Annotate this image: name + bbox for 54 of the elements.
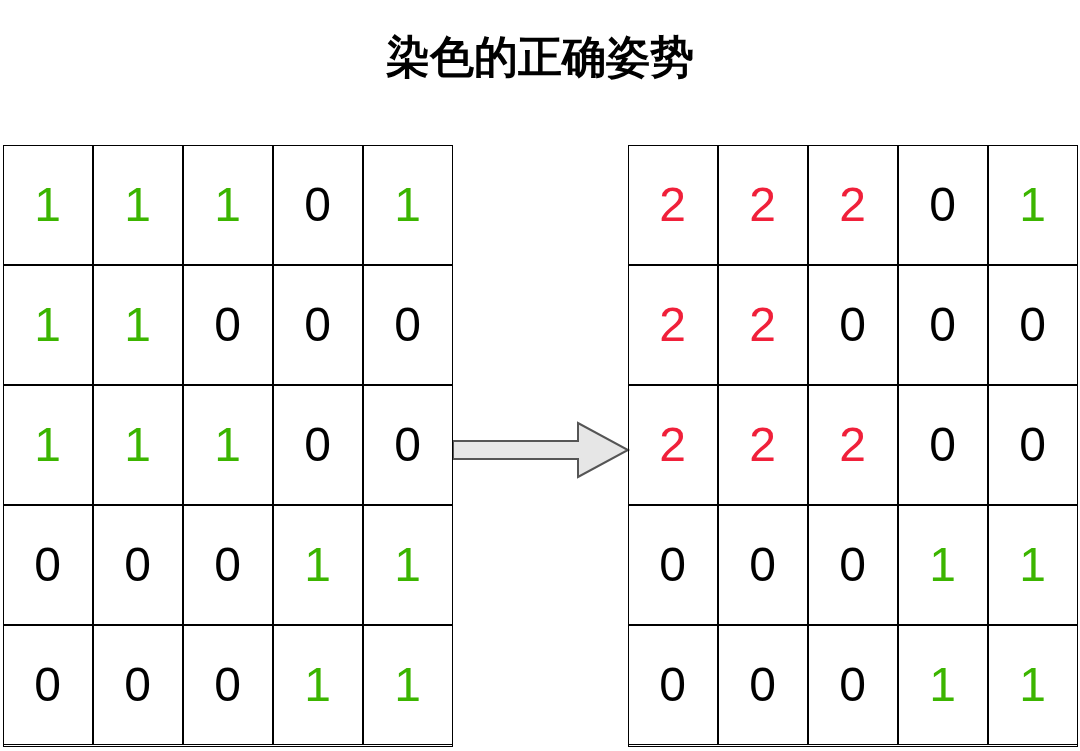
grid-cell: 2 [717,384,808,505]
grid-cell: 1 [272,504,363,625]
grid-cell: 1 [92,384,183,505]
grid-cell: 1 [272,624,363,745]
grid-cell: 1 [2,384,93,505]
grid-cell: 0 [92,624,183,745]
grid-cell: 0 [272,384,363,505]
grid-cell: 0 [717,624,808,745]
grid-cell: 1 [2,264,93,385]
grid-cell: 1 [362,504,453,625]
grid-cell: 1 [182,384,273,505]
grid-cell: 0 [627,504,718,625]
title: 染色的正确姿势 [385,30,695,84]
grid-cell: 0 [362,384,453,505]
grid-cell: 1 [362,624,453,745]
grid-cell: 1 [987,144,1078,265]
grid-cell: 0 [182,504,273,625]
grid-cell: 0 [807,504,898,625]
grid-cell: 0 [807,624,898,745]
grid-cell: 0 [362,264,453,385]
grid-cell: 0 [2,504,93,625]
grid-cell: 0 [272,144,363,265]
grid-cell: 0 [717,504,808,625]
grid-cell: 1 [987,624,1078,745]
grid-cell: 1 [897,504,988,625]
grid-cell: 0 [182,624,273,745]
grid-cell: 2 [627,264,718,385]
grid-cell: 0 [897,384,988,505]
grid-cell: 0 [272,264,363,385]
grid-cell: 2 [627,144,718,265]
grid-cell: 1 [92,264,183,385]
grid-cell: 0 [627,624,718,745]
grid-cell: 0 [987,384,1078,505]
grid-cell: 1 [987,504,1078,625]
block-arrow [452,421,631,479]
grid-cell: 1 [362,144,453,265]
number-grid [628,145,1078,747]
grid-cell: 2 [807,144,898,265]
grid-cell: 1 [92,144,183,265]
grid-cell: 2 [717,264,808,385]
grid-cell: 0 [182,264,273,385]
grid-cell: 2 [627,384,718,505]
grid-cell: 0 [92,504,183,625]
grid-cell: 1 [897,624,988,745]
grid-cell: 0 [807,264,898,385]
grid-cell: 2 [717,144,808,265]
grid-cell: 0 [897,264,988,385]
grid-cell: 1 [2,144,93,265]
grid-cell: 0 [987,264,1078,385]
grid-cell: 1 [182,144,273,265]
grid-cell: 2 [807,384,898,505]
number-grid [3,145,453,747]
grid-cell: 0 [897,144,988,265]
grid-cell: 0 [2,624,93,745]
